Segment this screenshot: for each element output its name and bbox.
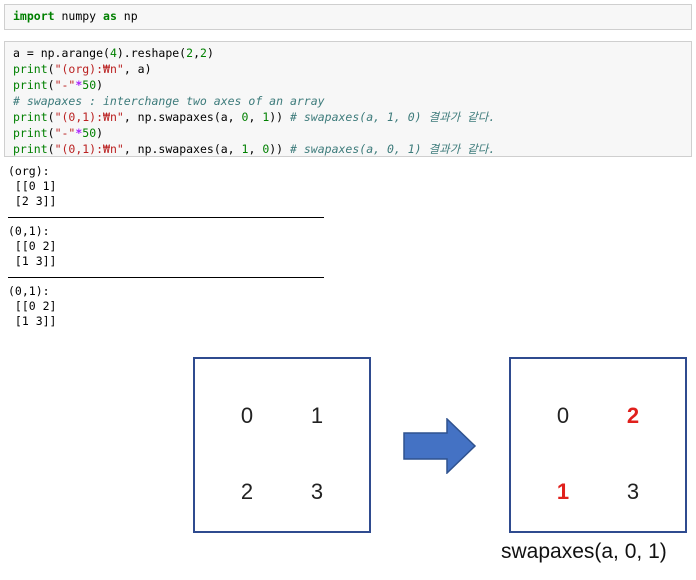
matrix-cell: 2 xyxy=(240,479,254,504)
code-comment-line: # swapaxes : interchange two axes of an … xyxy=(13,94,325,108)
module-name: numpy xyxy=(54,9,104,23)
import-keyword: import xyxy=(13,9,55,23)
output-title-swap-1: (0,1): xyxy=(8,224,50,238)
output-separator xyxy=(8,269,408,284)
code-cell-swapaxes[interactable]: a = np.arange(4).reshape(2,2) print("(or… xyxy=(4,41,692,157)
code-line-3: print("-"*50) xyxy=(13,78,104,92)
matrix-cell-highlight: 2 xyxy=(626,403,640,428)
right-arrow-icon xyxy=(403,417,477,475)
code-line-1: a = np.arange(4).reshape(2,2) xyxy=(13,46,214,60)
matrix-cell: 3 xyxy=(310,479,324,504)
output-row: [[0 2] xyxy=(8,239,57,253)
output-row: [2 3]] xyxy=(8,194,57,208)
output-separator xyxy=(8,209,408,224)
code-line-2: print("(org):₩n", a) xyxy=(13,62,152,76)
output-title-swap-2: (0,1): xyxy=(8,284,50,298)
diagram-caption: swapaxes(a, 0, 1) xyxy=(501,540,667,563)
output-row: [1 3]] xyxy=(8,314,57,328)
matrix-cell-highlight: 1 xyxy=(556,479,570,504)
code-line-6: print("-"*50) xyxy=(13,126,104,140)
module-alias: np xyxy=(116,9,138,23)
matrix-cell: 3 xyxy=(626,479,640,504)
matrix-cell: 1 xyxy=(310,403,324,428)
matrix-cell: 0 xyxy=(556,403,570,428)
output-row: [[0 2] xyxy=(8,299,57,313)
code-line-7: print("(0,1):₩n", np.swapaxes(a, 1, 0)) … xyxy=(13,142,496,156)
code-cell-import[interactable]: import numpy as np xyxy=(4,4,692,30)
matrix-cell: 0 xyxy=(240,403,254,428)
as-keyword: as xyxy=(103,9,117,23)
output-title-org: (org): xyxy=(8,164,50,178)
cell-output: (org): [[0 1] [2 3]] (0,1): [[0 2] [1 3]… xyxy=(8,164,408,329)
swapped-matrix-box: 0 2 1 3 xyxy=(509,357,687,533)
output-row: [1 3]] xyxy=(8,254,57,268)
original-matrix-box: 0 1 2 3 xyxy=(193,357,371,533)
output-row: [[0 1] xyxy=(8,179,57,193)
code-line-5: print("(0,1):₩n", np.swapaxes(a, 0, 1)) … xyxy=(13,110,496,124)
